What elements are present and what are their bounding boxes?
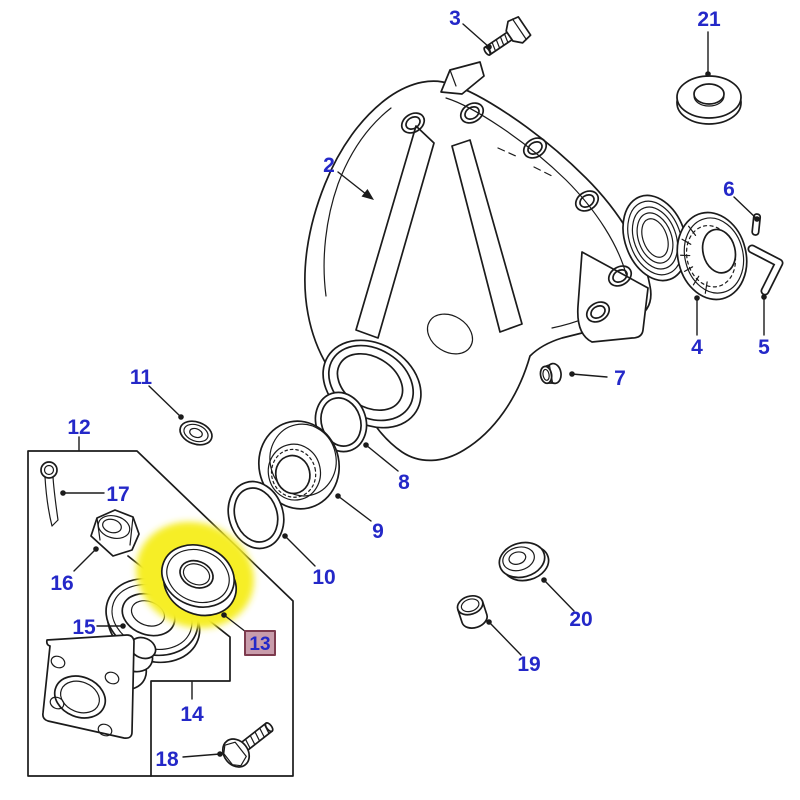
callout-5[interactable]: 5: [758, 336, 770, 359]
callout-20[interactable]: 20: [569, 608, 592, 631]
callout-4[interactable]: 4: [691, 336, 703, 359]
part-4-taper-roller-bearing: [676, 211, 748, 301]
part-10-spacer-ring: [227, 480, 285, 550]
part-7-plug: [539, 362, 562, 385]
part-14-drive-flange: [42, 634, 157, 739]
callout-13[interactable]: 13: [249, 634, 270, 655]
callout-3[interactable]: 3: [449, 7, 461, 30]
callout-19[interactable]: 19: [517, 653, 540, 676]
part-11-washer: [179, 420, 213, 446]
callout-2[interactable]: 2: [323, 154, 335, 177]
callout-11[interactable]: 11: [130, 366, 153, 389]
callout-12[interactable]: 12: [67, 416, 90, 439]
callout-8[interactable]: 8: [398, 471, 410, 494]
part-13-seal-highlighted: [161, 544, 237, 617]
arrowhead-2: [361, 189, 374, 200]
callout-18[interactable]: 18: [155, 748, 179, 771]
housing-top-tab: [440, 61, 485, 95]
callout-6[interactable]: 6: [723, 178, 735, 201]
selected-callout-box[interactable]: [244, 630, 276, 656]
part-3-bolt: [483, 15, 532, 56]
callout-15[interactable]: 15: [72, 616, 96, 639]
callout-14[interactable]: 14: [180, 703, 204, 726]
callout-labels: 2 3 4 5 6 7 8 9 10 11 12 13 14 15 16 17 …: [50, 7, 770, 771]
callout-10[interactable]: 10: [312, 566, 335, 589]
part-2-differential-housing: [304, 61, 688, 462]
callout-21[interactable]: 21: [697, 8, 721, 31]
housing-bolt-holes: [400, 102, 600, 212]
part-5-bent-pin: [747, 244, 784, 296]
part-9-bearing: [257, 420, 341, 510]
housing-ear-bracket: [576, 251, 649, 343]
callout-17[interactable]: 17: [106, 483, 129, 506]
part-19-cap: [456, 594, 488, 629]
callout-7[interactable]: 7: [614, 367, 626, 390]
housing-rib-opening: [451, 139, 523, 333]
callout-16[interactable]: 16: [50, 572, 73, 595]
part-20-bush: [498, 541, 550, 582]
part-16-nut: [90, 509, 140, 557]
part-21-washer: [676, 75, 742, 125]
housing-rib-opening: [355, 125, 435, 339]
callout-9[interactable]: 9: [372, 520, 384, 543]
leader-lines: [60, 23, 767, 758]
part-17-split-pin: [40, 461, 59, 527]
part-18-bolt: [221, 722, 274, 768]
